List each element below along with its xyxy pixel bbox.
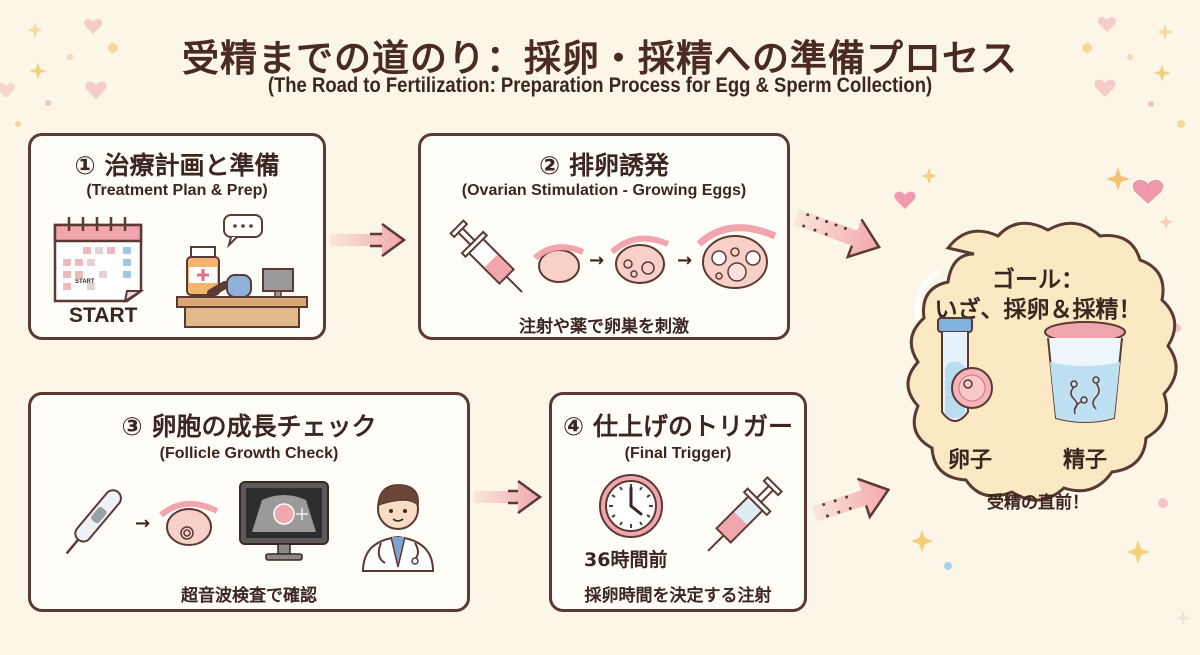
sparkle-icon bbox=[1159, 215, 1173, 229]
step-4-card: ④ 仕上げのトリガー (Final Trigger) 36時間前 採卵時間を決定… bbox=[549, 392, 807, 612]
dot-decoration bbox=[67, 54, 73, 60]
step-2-title-text: 排卵誘発 bbox=[568, 151, 669, 180]
heart-icon bbox=[894, 191, 916, 209]
heart-icon bbox=[83, 19, 103, 34]
dot-decoration bbox=[1148, 101, 1154, 107]
clock-label: 36時間前 bbox=[584, 549, 668, 571]
sparkle-icon bbox=[911, 530, 933, 552]
sparkle-icon bbox=[1106, 167, 1130, 191]
step-2-number: ② bbox=[539, 151, 561, 180]
dot-decoration bbox=[45, 100, 51, 106]
arrow-step2-to-goal bbox=[793, 209, 881, 259]
step-2-subtitle: (Ovarian Stimulation - Growing Eggs) bbox=[461, 182, 747, 199]
sparkle-icon bbox=[1126, 540, 1150, 564]
calendar-start-mark: START bbox=[75, 279, 95, 285]
doctor-icon bbox=[361, 484, 435, 572]
dot-decoration bbox=[944, 562, 952, 570]
step-1-card: ① 治療計画と準備 (Treatment Plan & Prep) START … bbox=[28, 133, 326, 340]
step-1-caption: START bbox=[69, 304, 138, 327]
step-3-title: ③ 卵胞の成長チェック bbox=[31, 407, 467, 443]
arrow-step4-to-goal bbox=[812, 477, 891, 522]
dot-decoration bbox=[1177, 120, 1185, 128]
syringe-icon bbox=[707, 475, 784, 552]
goal-cloud bbox=[906, 221, 1178, 502]
sperm-label: 精子 bbox=[1062, 448, 1107, 473]
heart-icon bbox=[0, 83, 15, 98]
arrow-step3-to-step4 bbox=[474, 479, 543, 515]
sperm-cup-icon bbox=[1044, 321, 1126, 423]
step-3-subtitle: (Follicle Growth Check) bbox=[159, 445, 339, 462]
sparkle-icon bbox=[1175, 610, 1191, 626]
step-2-title: ② 排卵誘発 bbox=[421, 146, 787, 182]
heart-icon bbox=[1097, 17, 1117, 32]
step-2-caption: 注射や薬で卵巣を刺激 bbox=[519, 317, 689, 337]
ovary-icon bbox=[159, 501, 219, 546]
step-3-card: ③ 卵胞の成長チェック (Follicle Growth Check) → bbox=[28, 392, 470, 612]
medicine-bottle-icon bbox=[186, 246, 220, 296]
egg-label: 卵子 bbox=[947, 448, 992, 473]
dot-decoration bbox=[1158, 498, 1168, 508]
step-2-card: ② 排卵誘発 (Ovarian Stimulation - Growing Eg… bbox=[418, 133, 790, 340]
page-title: 受精までの道のり：採卵・採精への準備プロセス bbox=[182, 37, 1018, 80]
calendar-icon: START bbox=[53, 217, 145, 303]
step-4-title: ④ 仕上げのトリガー bbox=[552, 407, 804, 443]
step-3-number: ③ bbox=[121, 412, 143, 441]
arrow-small-icon: → bbox=[677, 250, 693, 271]
ovary-icon bbox=[532, 244, 585, 283]
syringe-icon bbox=[449, 219, 523, 293]
dot-decoration bbox=[108, 43, 118, 53]
clock-icon bbox=[599, 474, 663, 538]
arrow-step1-to-step2 bbox=[330, 222, 407, 258]
goal-title-line1: ゴール： bbox=[992, 267, 1084, 293]
egg-test-tube-icon bbox=[937, 317, 993, 422]
step-4-title-text: 仕上げのトリガー bbox=[592, 412, 793, 441]
sparkle-icon bbox=[921, 168, 937, 184]
dot-decoration bbox=[1082, 43, 1092, 53]
ultrasound-probe-icon bbox=[65, 489, 122, 555]
reception-desk-icon bbox=[176, 214, 308, 328]
step-1-subtitle: (Treatment Plan & Prep) bbox=[86, 182, 268, 199]
dot-decoration bbox=[15, 121, 21, 127]
sparkle-icon bbox=[1157, 24, 1173, 40]
dot-decoration bbox=[1127, 54, 1133, 60]
step-3-caption: 超音波検査で確認 bbox=[181, 586, 317, 606]
sparkle-icon bbox=[29, 62, 47, 80]
goal-caption: 受精の直前！ bbox=[987, 493, 1089, 513]
step-1-number: ① bbox=[74, 151, 96, 180]
ultrasound-monitor-icon bbox=[239, 481, 329, 561]
step-1-title: ① 治療計画と準備 bbox=[31, 146, 323, 182]
ovary-mature-icon bbox=[696, 224, 777, 289]
heart-icon bbox=[1133, 180, 1163, 204]
speech-bubble-icon bbox=[223, 214, 263, 249]
goal-title-line2: いざ、採卵＆採精！ bbox=[934, 297, 1142, 323]
step-4-subtitle: (Final Trigger) bbox=[624, 445, 732, 462]
sparkle-icon bbox=[1153, 64, 1171, 82]
arrow-small-icon: → bbox=[135, 513, 151, 534]
heart-icon bbox=[85, 81, 107, 99]
step-3-title-text: 卵胞の成長チェック bbox=[151, 412, 377, 441]
step-4-caption: 採卵時間を決定する注射 bbox=[584, 586, 772, 606]
arrow-small-icon: → bbox=[589, 250, 605, 271]
step-4-number: ④ bbox=[563, 412, 585, 441]
page-subtitle: (The Road to Fertilization: Preparation … bbox=[267, 74, 933, 97]
sparkle-icon bbox=[27, 22, 43, 38]
ovary-growing-icon bbox=[609, 235, 670, 284]
heart-icon bbox=[1094, 79, 1116, 97]
step-1-title-text: 治療計画と準備 bbox=[104, 151, 280, 180]
